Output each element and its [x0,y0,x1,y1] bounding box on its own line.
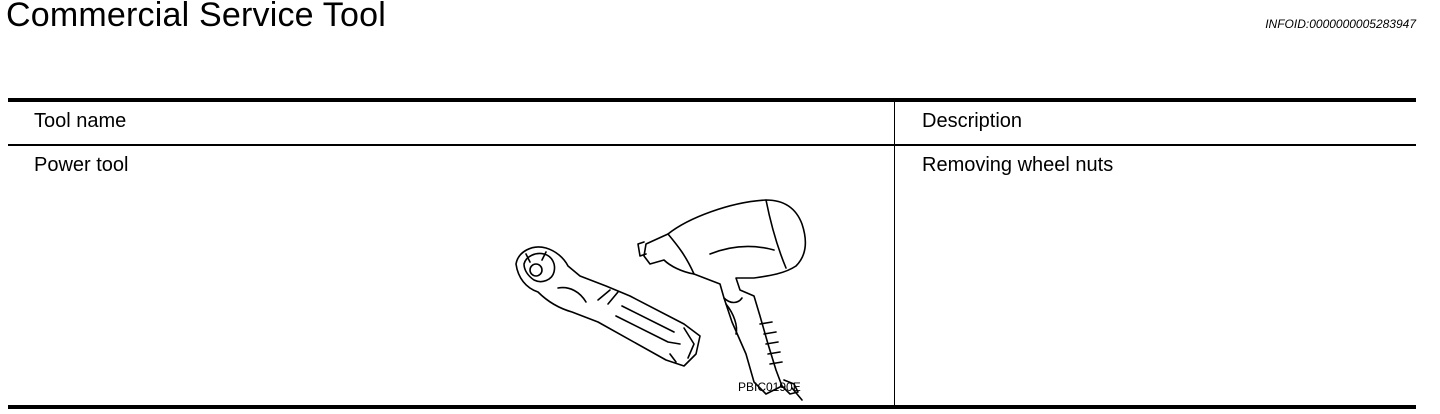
figure-code: PBIC0190E [738,380,801,394]
page-title: Commercial Service Tool [6,0,386,34]
air-ratchet-icon [515,246,701,367]
impact-wrench-icon [637,199,807,401]
info-id: INFOID:0000000005283947 [1265,17,1416,31]
header-rule [8,144,1416,146]
power-tools-illustration [515,199,807,401]
tool-table: Tool name Description Power tool Removin… [8,98,1416,409]
header-description: Description [922,110,1023,132]
column-divider [894,102,895,405]
header-tool-name: Tool name [34,110,127,132]
row-tool-name: Power tool [34,154,129,176]
row-description: Removing wheel nuts [922,154,1114,176]
